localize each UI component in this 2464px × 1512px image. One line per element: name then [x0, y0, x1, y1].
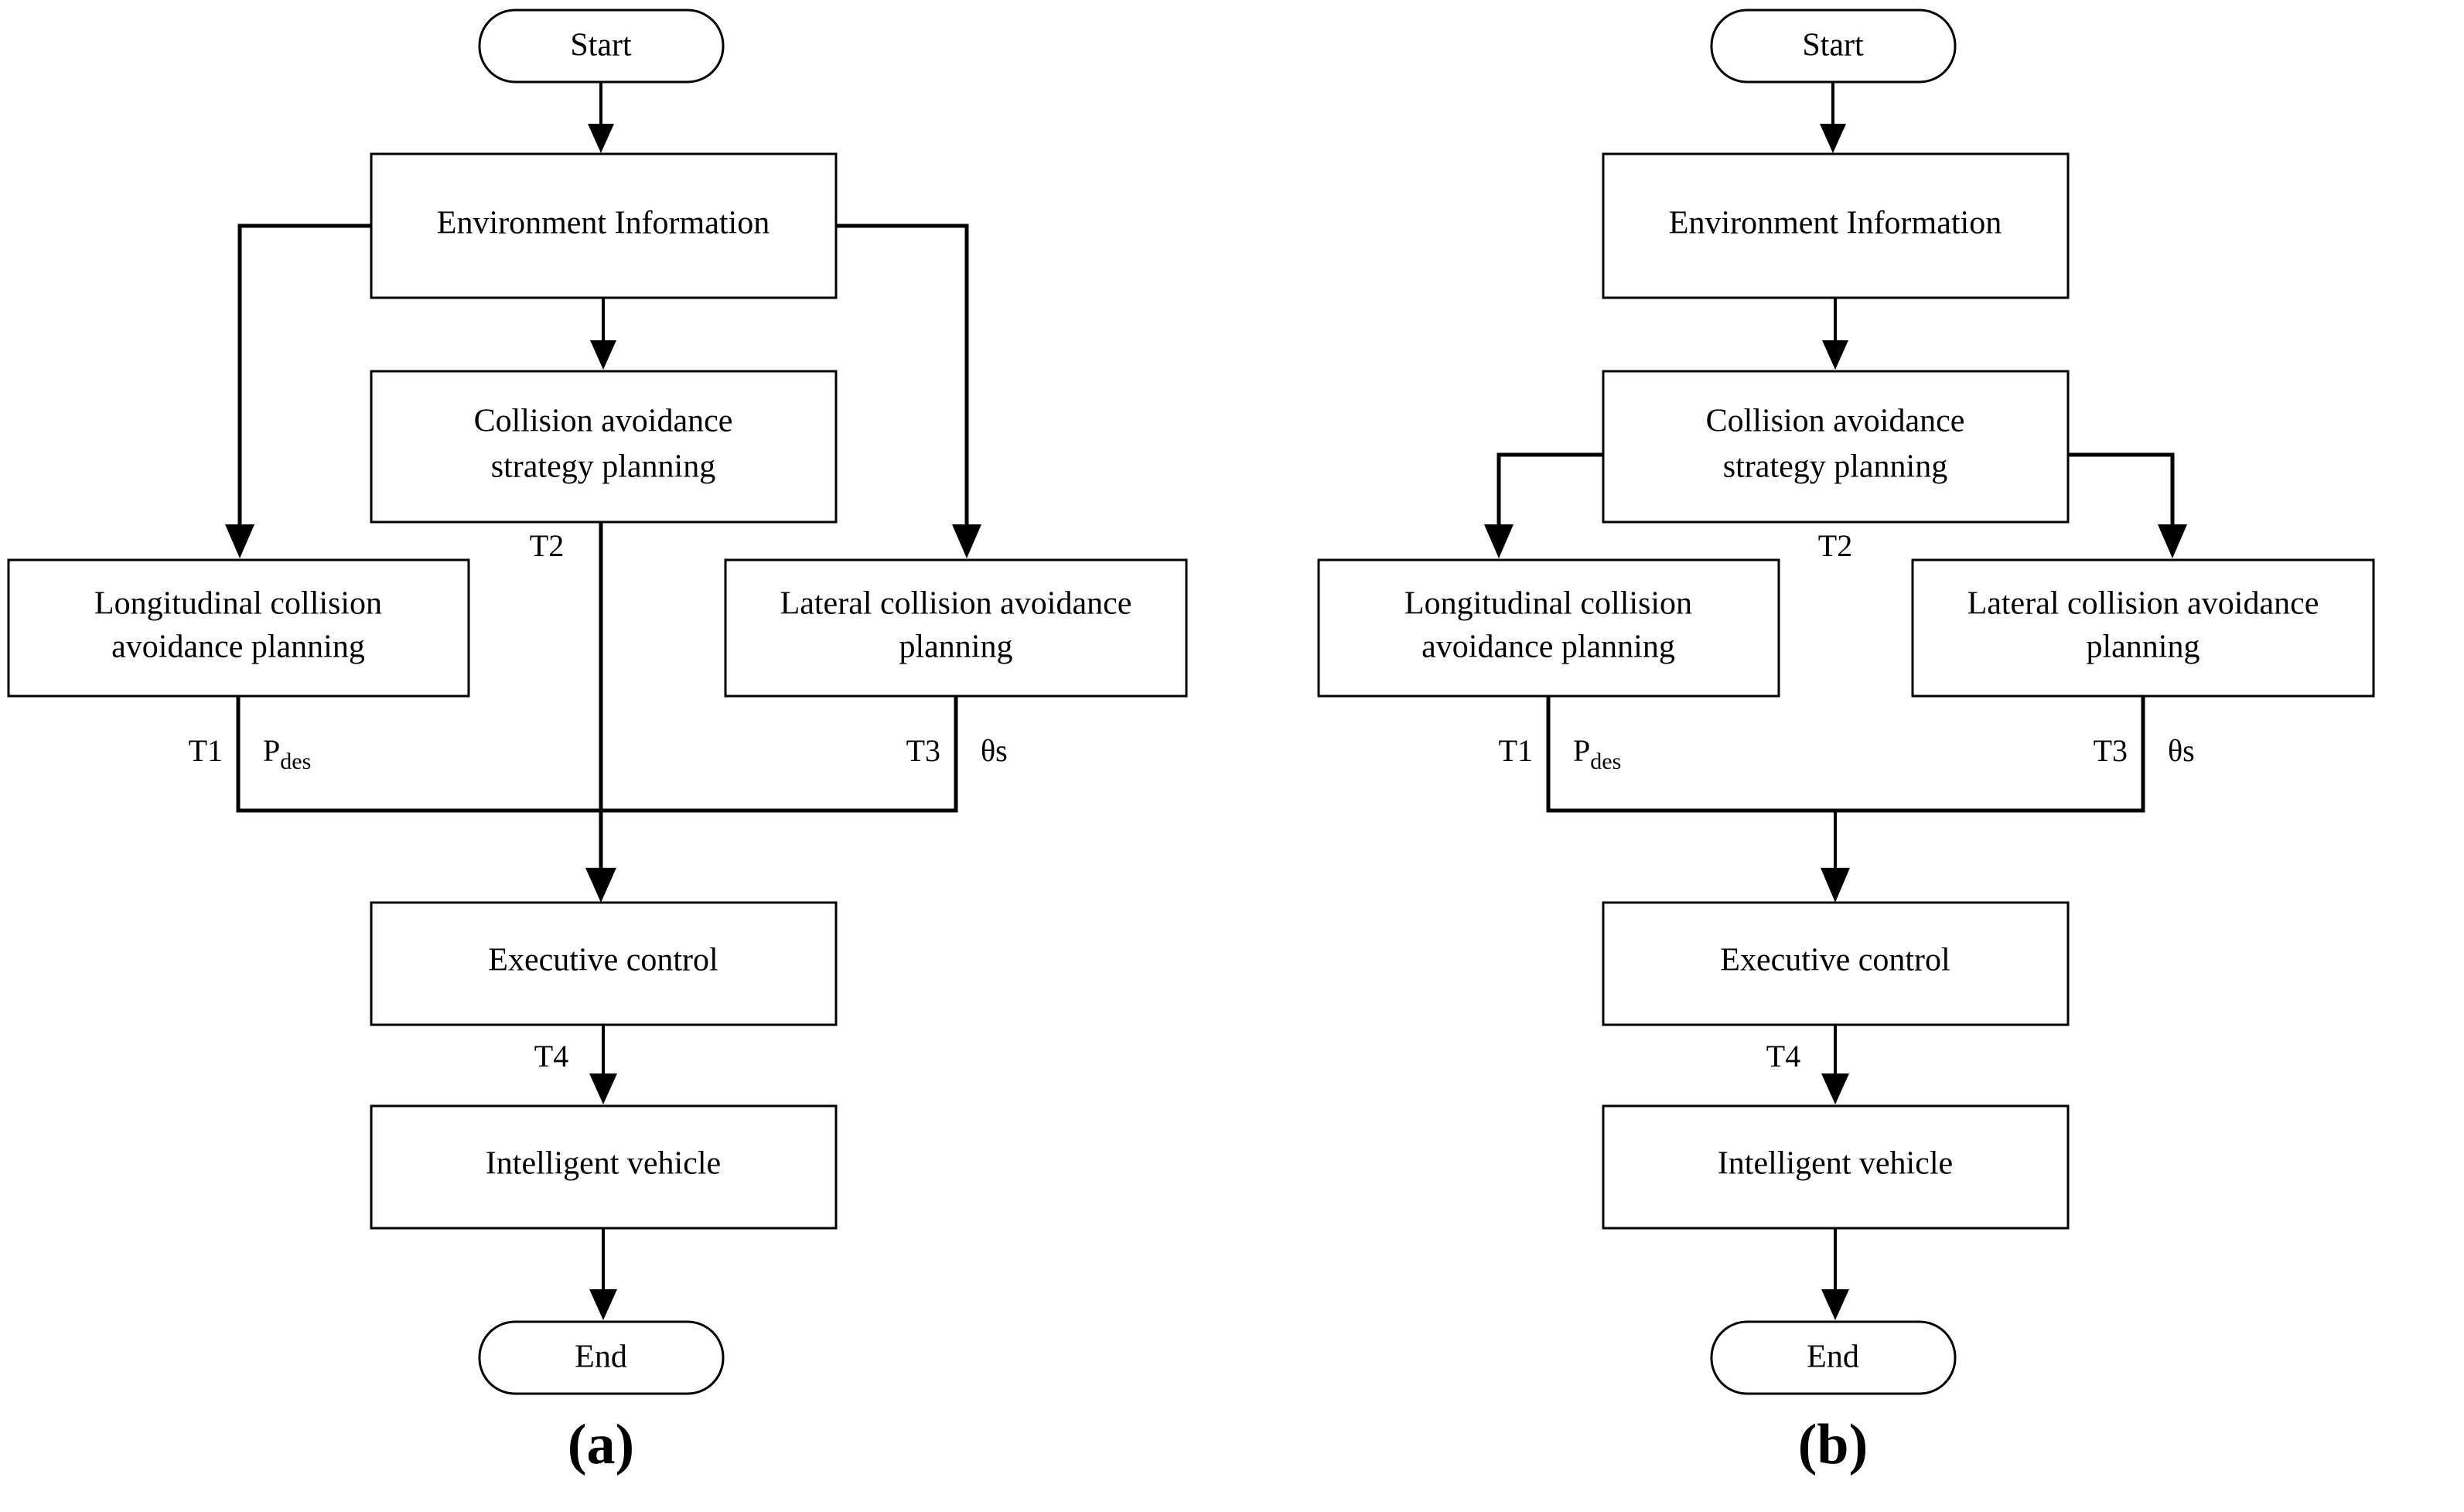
edge-environment-to-lateral-a [836, 224, 969, 534]
node-lateral-a [724, 558, 1188, 698]
arrowhead-vehicle-to-end-a [589, 1289, 617, 1320]
flowchart-b-svg: Start Environment Information Collision … [1317, 9, 2375, 1476]
node-environment-information-b [1602, 152, 2070, 299]
node-start-b-label: Start [1802, 28, 1864, 63]
arrowhead-merge-to-executive-b [1821, 868, 1850, 903]
node-end-b-label: End [1807, 1340, 1859, 1375]
arrowhead-strategy-to-lateral-b [2158, 524, 2187, 558]
edge-label-t1-b: T1 [1499, 733, 1533, 768]
node-intelligent-vehicle-b-label: Intelligent vehicle [1718, 1146, 1953, 1182]
node-collision-strategy-a-line1: Collision avoidance [474, 404, 733, 439]
flowchart-panel-a: Start Environment Information Collision … [7, 9, 1188, 1476]
edge-label-pdes-a-base: P [263, 733, 280, 768]
node-environment-information-a [370, 152, 838, 299]
edge-label-pdes-a: Pdes [263, 733, 311, 774]
panel-caption-a: (a) [568, 1413, 634, 1476]
node-executive-control-b [1602, 901, 2070, 1026]
arrowhead-environment-to-lateral-a [952, 524, 981, 558]
flowchart-panel-b: Start Environment Information Collision … [1232, 0, 2464, 1512]
arrowhead-executive-to-vehicle-b [1821, 1073, 1849, 1104]
node-longitudinal-b-line2: avoidance planning [1421, 630, 1675, 665]
node-start-a-label: Start [570, 28, 632, 63]
node-intelligent-vehicle-a [370, 1104, 838, 1230]
node-lateral-a-line2: planning [899, 630, 1013, 665]
edge-label-pdes-a-sub: des [280, 749, 311, 774]
node-longitudinal-a-line2: avoidance planning [111, 630, 365, 665]
edge-label-t3-a: T3 [906, 733, 940, 768]
node-end-a [478, 1320, 725, 1395]
node-executive-control-a-label: Executive control [488, 943, 718, 978]
edge-lateral-to-merge-a [601, 696, 958, 813]
arrowhead-environment-to-strategy-a [590, 340, 616, 370]
node-lateral-a-line1: Lateral collision avoidance [780, 586, 1132, 622]
node-executive-control-a [370, 901, 838, 1026]
node-executive-control-b-label: Executive control [1720, 943, 1950, 978]
edge-strategy-to-longitudinal-b [1496, 452, 1603, 534]
node-collision-strategy-b-line1: Collision avoidance [1706, 404, 1965, 439]
edge-longitudinal-to-merge-b [1546, 696, 1835, 813]
arrowhead-strategy-to-executive-a [585, 868, 616, 903]
node-longitudinal-a-line1: Longitudinal collision [94, 586, 382, 622]
node-collision-strategy-b-line2: strategy planning [1723, 449, 1947, 485]
edge-environment-to-longitudinal-a [237, 224, 371, 534]
arrowhead-environment-to-longitudinal-a [225, 524, 254, 558]
node-lateral-b [1911, 558, 2375, 698]
edge-label-pdes-b: Pdes [1573, 733, 1621, 774]
arrowhead-executive-to-vehicle-a [589, 1073, 617, 1104]
edge-label-t3-b: T3 [2094, 733, 2128, 768]
node-collision-strategy-b [1602, 370, 2070, 524]
node-longitudinal-a [7, 558, 470, 698]
node-longitudinal-b [1317, 558, 1780, 698]
node-lateral-b-line1: Lateral collision avoidance [1967, 586, 2319, 622]
edge-lateral-to-merge-b [1835, 696, 2145, 813]
arrowhead-vehicle-to-end-b [1821, 1289, 1849, 1320]
edge-strategy-to-lateral-b [2068, 452, 2175, 534]
edge-label-t2-a: T2 [530, 528, 564, 563]
node-intelligent-vehicle-a-label: Intelligent vehicle [486, 1146, 721, 1182]
node-environment-information-a-label: Environment Information [437, 206, 770, 241]
arrowhead-strategy-to-longitudinal-b [1484, 524, 1514, 558]
node-environment-information-b-label: Environment Information [1669, 206, 2002, 241]
edge-label-t2-b: T2 [1818, 528, 1852, 563]
node-lateral-b-line2: planning [2087, 630, 2200, 665]
edge-label-pdes-b-sub: des [1590, 749, 1621, 774]
edge-label-t1-a: T1 [189, 733, 223, 768]
flowchart-a-svg: Start Environment Information Collision … [7, 9, 1188, 1476]
node-end-b [1710, 1320, 1957, 1395]
arrowhead-start-to-environment-b [1820, 124, 1846, 153]
edge-label-pdes-b-base: P [1573, 733, 1590, 768]
arrowhead-environment-to-strategy-b [1822, 340, 1848, 370]
edge-label-thetas-b: θs [2168, 733, 2195, 768]
arrowhead-start-to-environment-a [588, 124, 614, 153]
node-collision-strategy-a [370, 370, 838, 524]
edge-label-thetas-a: θs [981, 733, 1008, 768]
node-end-a-label: End [575, 1340, 627, 1375]
node-collision-strategy-a-line2: strategy planning [491, 449, 715, 485]
edge-longitudinal-to-merge-a [236, 696, 601, 813]
node-longitudinal-b-line1: Longitudinal collision [1404, 586, 1692, 622]
edge-label-t4-a: T4 [534, 1039, 568, 1073]
edge-label-t4-b: T4 [1766, 1039, 1800, 1073]
panel-caption-b: (b) [1798, 1413, 1868, 1476]
